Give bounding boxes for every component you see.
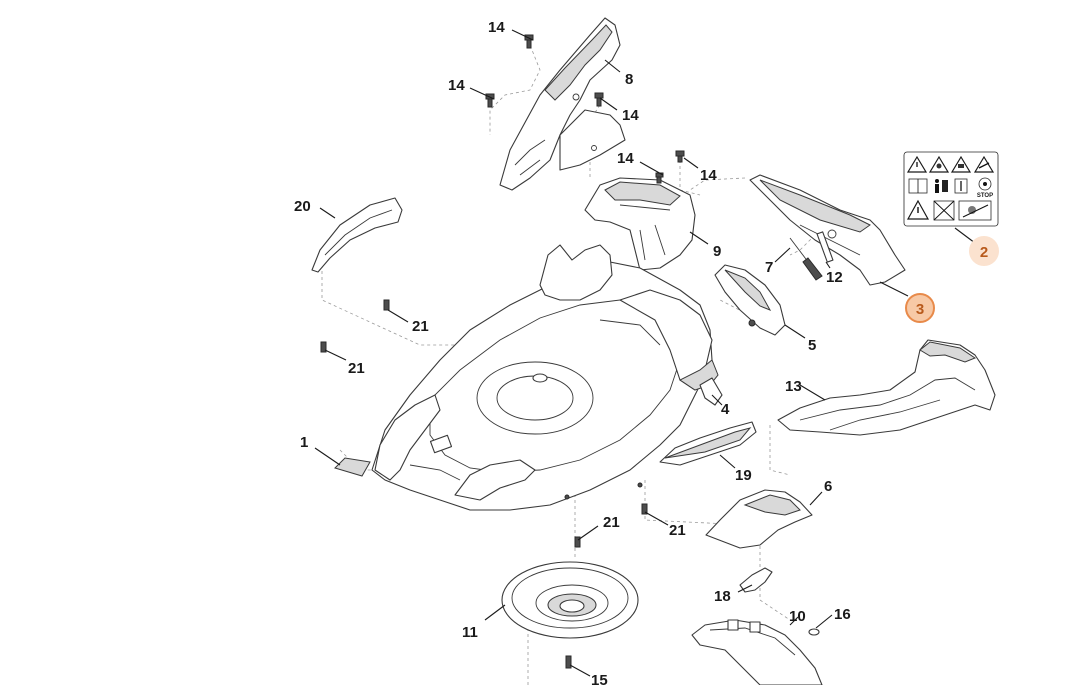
part-6-deflector[interactable] (705, 489, 813, 549)
callout-7[interactable]: 7 (765, 259, 773, 276)
callout-14-mid[interactable]: 14 (622, 107, 639, 124)
callout-21-d[interactable]: 21 (669, 522, 686, 539)
part-8-handle-bracket[interactable] (499, 17, 626, 191)
callout-19[interactable]: 19 (735, 467, 752, 484)
callout-20[interactable]: 20 (294, 198, 311, 215)
callout-14-right[interactable]: 14 (700, 167, 717, 184)
leader-lines (314, 29, 976, 677)
callout-21-c[interactable]: 21 (603, 514, 620, 531)
callout-18[interactable]: 18 (714, 588, 731, 605)
part-3-rear-flap[interactable] (749, 174, 906, 286)
callout-15[interactable]: 15 (591, 672, 608, 685)
callout-2[interactable]: 2 (980, 244, 988, 261)
assembly-guides (321, 39, 816, 685)
part-18-clip[interactable] (739, 567, 773, 593)
callout-labels: 14 14 14 14 14 8 9 20 21 21 1 7 12 5 4 1… (294, 19, 851, 685)
callout-16[interactable]: 16 (834, 606, 851, 623)
blade-hazard-icon (973, 155, 995, 173)
callout-9[interactable]: 9 (713, 243, 721, 260)
screw-14-e[interactable] (675, 150, 685, 163)
callout-2-highlight[interactable]: 2 (969, 236, 999, 266)
stop-label: STOP (977, 193, 993, 199)
screw-21-b[interactable] (320, 341, 327, 353)
callout-4[interactable]: 4 (721, 401, 730, 418)
mower-deck-housing[interactable] (371, 244, 719, 511)
warning-triangle-icon (906, 199, 930, 220)
part-4-side-strip[interactable] (699, 377, 723, 406)
screw-15[interactable] (565, 655, 572, 669)
callout-14-left[interactable]: 14 (448, 77, 465, 94)
callout-14-lower[interactable]: 14 (617, 150, 634, 167)
screw-14-c[interactable] (594, 92, 604, 107)
part-13-discharge-chute[interactable] (777, 339, 996, 436)
screw-21-a[interactable] (383, 299, 390, 311)
part-7-spring-rod[interactable] (789, 237, 823, 281)
callout-3[interactable]: 3 (916, 301, 924, 318)
callout-1[interactable]: 1 (300, 434, 308, 451)
callout-3-highlight[interactable]: 3 (905, 293, 935, 323)
callout-5[interactable]: 5 (808, 337, 816, 354)
screw-14-b[interactable] (485, 93, 495, 108)
washer-16[interactable] (808, 628, 820, 636)
part-12-pin[interactable] (816, 231, 834, 263)
person-mower-icon (958, 200, 992, 221)
warning-triangle-icon (906, 155, 928, 173)
callout-21-a[interactable]: 21 (412, 318, 429, 335)
hand-hazard-icon (928, 155, 950, 173)
no-slope-icon (933, 200, 955, 221)
part-20-cover-strip[interactable] (311, 197, 403, 273)
screw-21-d[interactable] (641, 503, 648, 515)
person-distance-icon (935, 179, 948, 193)
callout-21-b[interactable]: 21 (348, 360, 365, 377)
manual-book-icon (908, 178, 928, 194)
callout-14-top[interactable]: 14 (488, 19, 505, 36)
callout-12[interactable]: 12 (826, 269, 843, 286)
foot-hazard-icon (950, 155, 972, 173)
callout-8[interactable]: 8 (625, 71, 633, 88)
callout-11[interactable]: 11 (462, 624, 478, 641)
part-2-warning-label[interactable]: STOP (903, 151, 999, 227)
screw-21-c[interactable] (574, 536, 581, 548)
part-5-side-plate[interactable] (714, 264, 786, 336)
callout-10[interactable]: 10 (789, 608, 806, 625)
callout-6[interactable]: 6 (824, 478, 832, 495)
callout-13[interactable]: 13 (785, 378, 802, 395)
part-1-cover-plate[interactable] (334, 457, 371, 477)
part-10-lower-housing[interactable] (691, 619, 823, 685)
part-19-front-strip[interactable] (659, 421, 757, 466)
spark-plug-icon (954, 178, 968, 194)
part-9-rear-bracket[interactable] (584, 177, 696, 271)
part-11-blade-disc[interactable] (501, 561, 639, 639)
stop-blade-icon: STOP (977, 177, 993, 199)
